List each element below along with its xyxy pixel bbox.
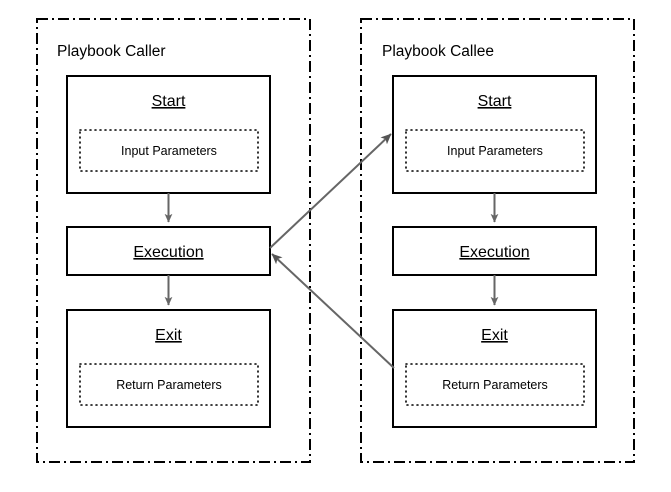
node-callee-start[interactable]: Start Input Parameters [392, 75, 597, 194]
node-callee-execution-title: Execution [459, 244, 529, 261]
node-callee-start-box[interactable] [392, 75, 597, 194]
panel-caller: Playbook Caller Start Input Parameters E… [36, 18, 311, 463]
node-callee-execution-box[interactable] [392, 226, 597, 276]
arrow-call-invoke [269, 133, 392, 249]
node-caller-exit-title: Exit [155, 327, 182, 344]
node-callee-start-title: Start [478, 93, 512, 110]
panel-caller-border [36, 18, 311, 463]
node-caller-start-title: Start [152, 93, 186, 110]
node-caller-start-params-label: Input Parameters [121, 144, 217, 158]
panel-callee: Playbook Callee Start Input Parameters E… [360, 18, 635, 463]
node-callee-exit[interactable]: Exit Return Parameters [392, 309, 597, 428]
node-caller-start[interactable]: Start Input Parameters [66, 75, 271, 194]
node-callee-execution[interactable]: Execution [392, 226, 597, 276]
node-caller-execution-title: Execution [133, 244, 203, 261]
node-callee-exit-box[interactable] [392, 309, 597, 428]
node-caller-execution[interactable]: Execution [66, 226, 271, 276]
node-callee-exit-title: Exit [481, 327, 508, 344]
node-callee-start-params-label: Input Parameters [447, 144, 543, 158]
panel-callee-border [360, 18, 635, 463]
panel-caller-label: Playbook Caller [57, 43, 166, 60]
arrow-call-return [271, 253, 395, 369]
node-caller-exit-params-label: Return Parameters [116, 378, 222, 392]
node-callee-exit-params-label: Return Parameters [442, 378, 548, 392]
node-caller-exit-box[interactable] [66, 309, 271, 428]
panel-callee-label: Playbook Callee [382, 43, 494, 60]
node-caller-exit[interactable]: Exit Return Parameters [66, 309, 271, 428]
